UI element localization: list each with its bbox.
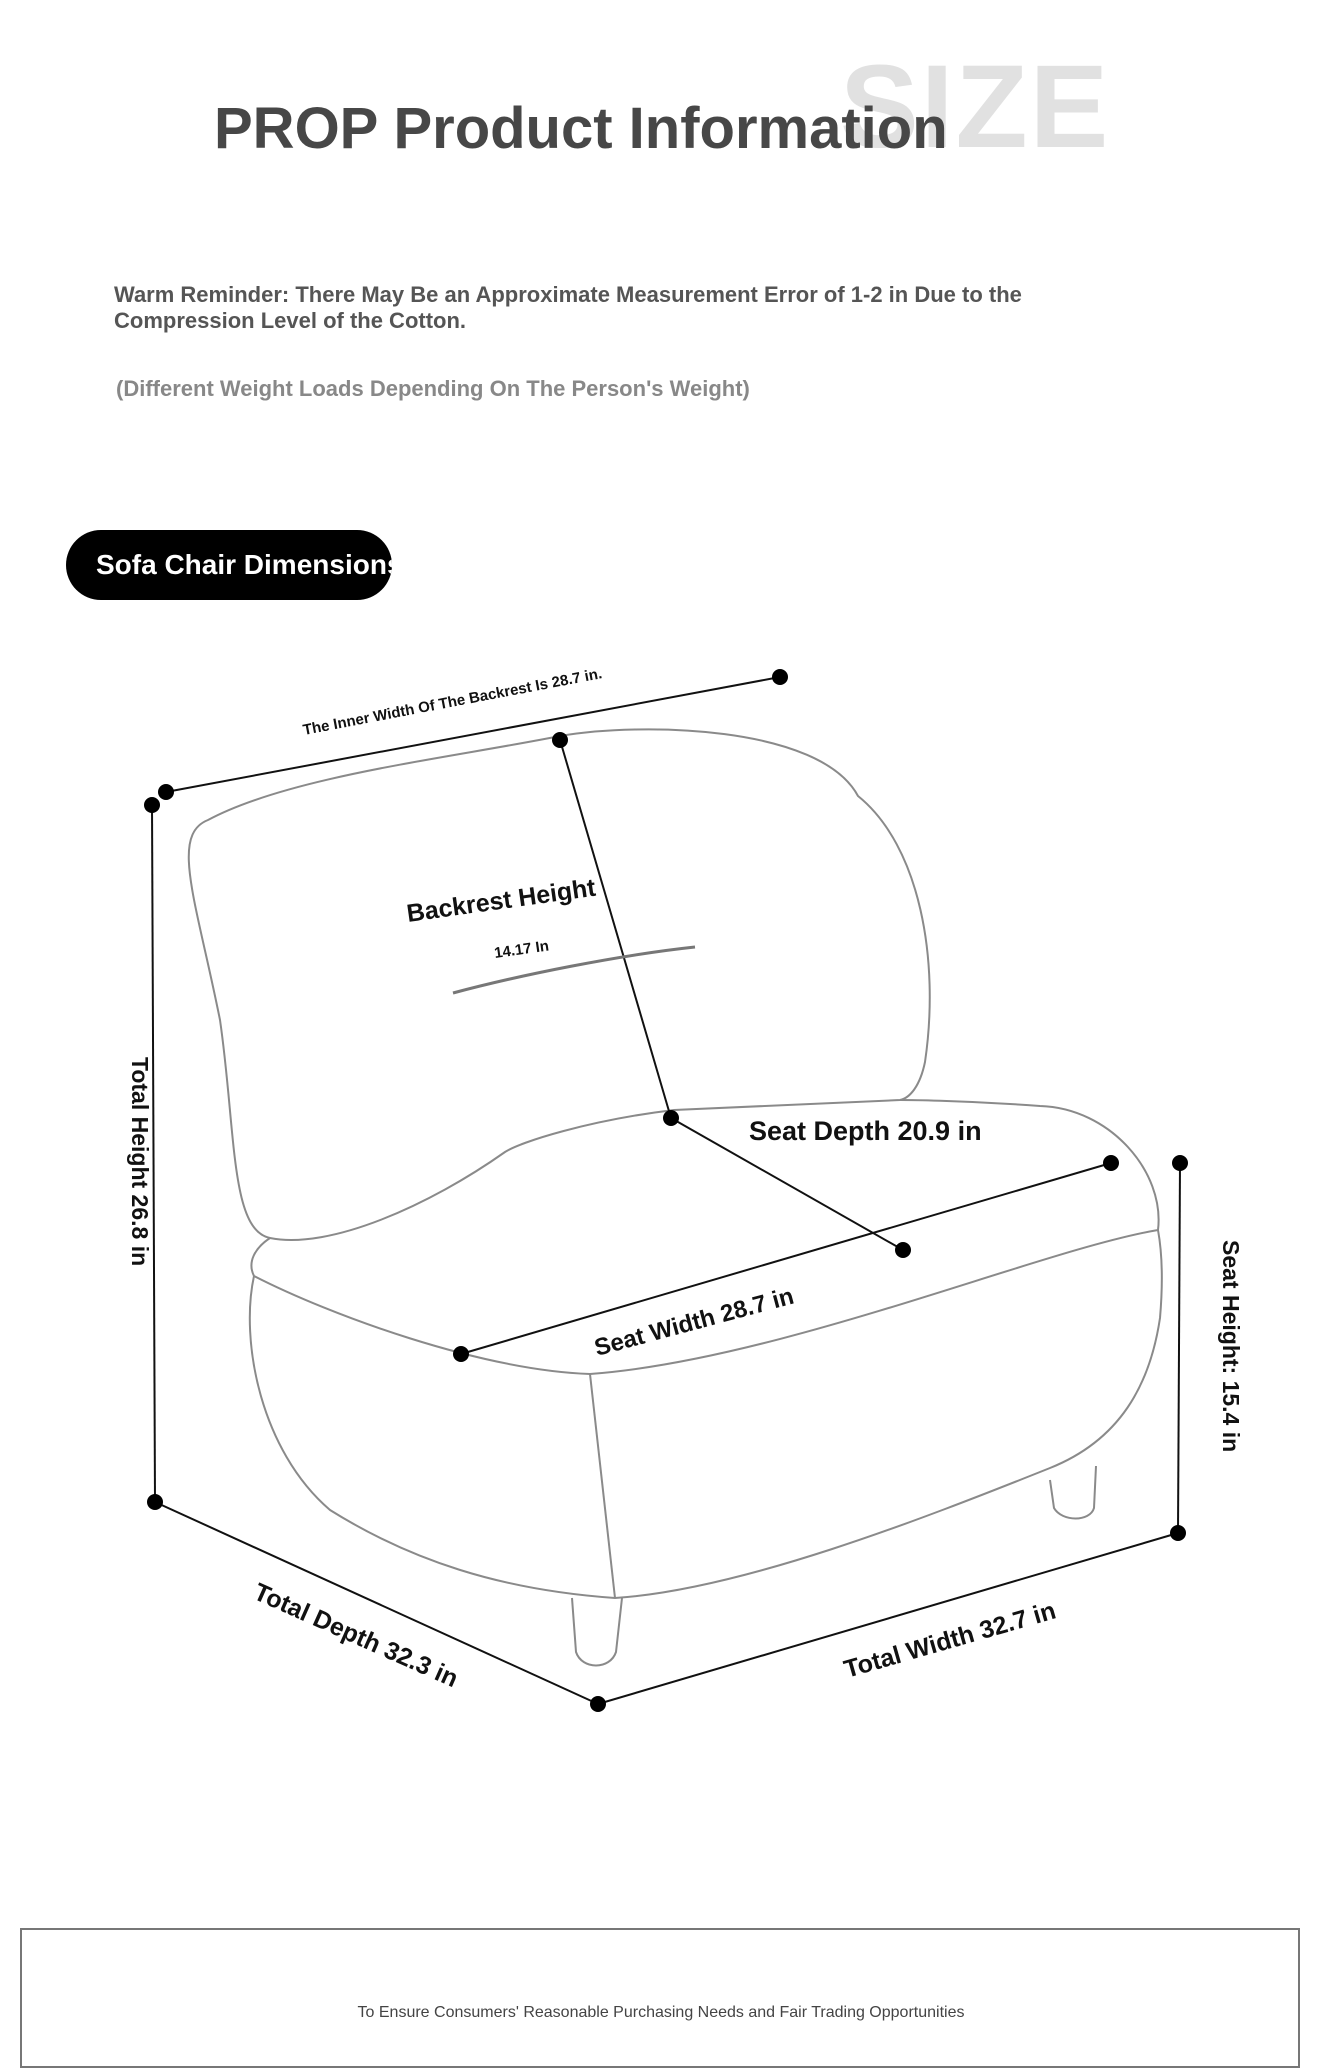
backrest-height-underline	[452, 945, 696, 995]
seat-depth-label: Seat Depth 20.9 in	[749, 1116, 982, 1146]
total-width-line	[597, 1532, 1179, 1705]
weight-note-text: (Different Weight Loads Depending On The…	[116, 376, 750, 401]
dot	[552, 732, 568, 748]
total-depth-label: Total Depth 32.3 in	[250, 1578, 463, 1693]
footer-text: To Ensure Consumers' Reasonable Purchasi…	[357, 2004, 965, 2021]
sofa-backrest	[187, 728, 931, 1241]
sofa-seat-top	[250, 1099, 1160, 1376]
total-height-label: Total Height 26.8 in	[127, 1057, 153, 1266]
dot	[453, 1346, 469, 1362]
sofa-back-leg	[1049, 1465, 1097, 1520]
dot	[895, 1242, 911, 1258]
measurement-dots	[144, 669, 1188, 1712]
sofa-outline	[187, 728, 1163, 1667]
sofa-dimension-diagram: The Inner Width Of The Backrest Is 28.7 …	[127, 665, 1244, 1712]
seat-depth-line	[670, 1117, 904, 1251]
dot	[144, 797, 160, 813]
dot	[590, 1696, 606, 1712]
measurement-lines	[151, 676, 1181, 1705]
seat-width-line	[460, 1162, 1112, 1355]
section-label: Sofa Chair Dimensions	[96, 549, 392, 580]
sofa-front-leg	[571, 1597, 623, 1667]
dot	[1172, 1155, 1188, 1171]
dot	[1170, 1525, 1186, 1541]
total-depth-line	[154, 1501, 599, 1705]
sofa-seam	[589, 1373, 616, 1599]
total-height-line	[151, 804, 156, 1503]
sofa-seat-front	[248, 1229, 1163, 1600]
dot	[772, 669, 788, 685]
dot	[147, 1494, 163, 1510]
inner-width-label: The Inner Width Of The Backrest Is 28.7 …	[302, 665, 604, 739]
size-watermark: SIZE	[840, 41, 1111, 173]
warm-reminder-text: Warm Reminder: There May Be an Approxima…	[114, 282, 1022, 333]
total-width-label: Total Width 32.7 in	[841, 1597, 1059, 1684]
dot	[663, 1110, 679, 1126]
backrest-height-label: Backrest Height	[405, 874, 598, 928]
section-pill: Sofa Chair Dimensions	[66, 530, 392, 600]
footer-box	[20, 1928, 1300, 2068]
seat-width-label: Seat Width 28.7 in	[592, 1283, 797, 1362]
backrest-height-value: 14.17 In	[493, 937, 550, 961]
dot	[1103, 1155, 1119, 1171]
seat-height-label: Seat Height: 15.4 in	[1218, 1240, 1244, 1452]
page-title: PROP Product Information	[214, 96, 948, 161]
seat-height-line	[1177, 1162, 1181, 1534]
dot	[158, 784, 174, 800]
backrest-height-line	[559, 739, 672, 1119]
inner-width-line	[165, 676, 781, 793]
